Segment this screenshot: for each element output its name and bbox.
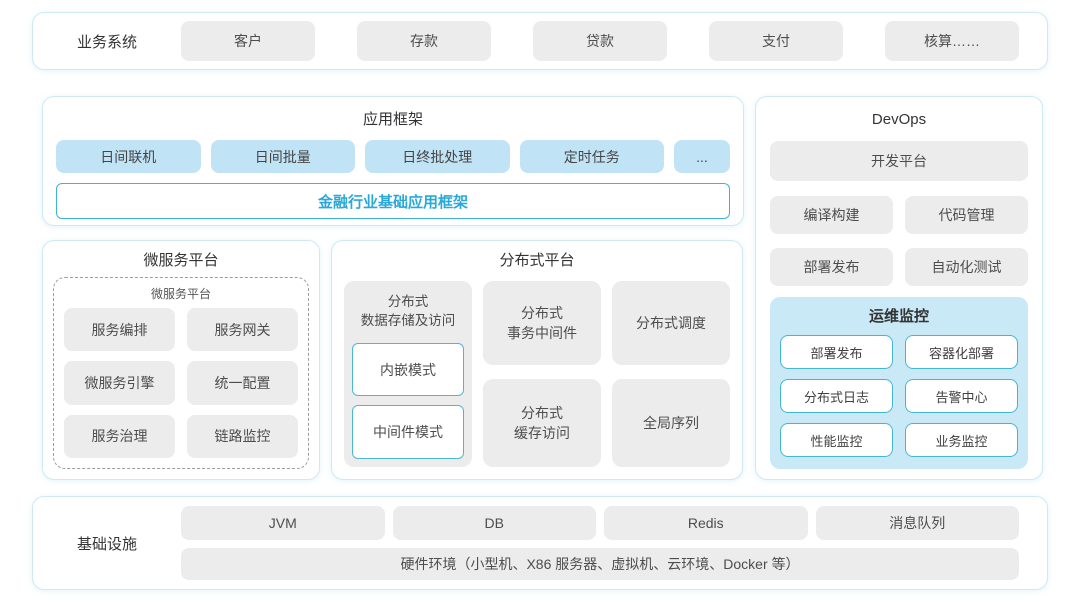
- microservice-platform-title: 微服务平台: [143, 252, 219, 269]
- app-framework-title: 应用框架: [362, 111, 423, 128]
- infrastructure-item: JVM: [181, 506, 385, 540]
- microservice-item: 服务治理: [64, 414, 175, 458]
- distributed-platform-body: 分布式 数据存储及访问 内嵌模式 中间件模式 分布式 事务中间件 分布式 缓存访…: [344, 281, 730, 467]
- devops-tool: 部署发布: [770, 248, 893, 286]
- ops-monitor-item: 部署发布: [780, 335, 893, 369]
- infrastructure-label: 基础设施: [76, 535, 137, 553]
- app-framework-item: 日终批处理: [365, 140, 510, 173]
- dev-platform-box: 开发平台: [770, 141, 1028, 181]
- infrastructure-item: Redis: [604, 506, 808, 540]
- business-systems-label: 业务系统: [76, 33, 137, 51]
- microservice-inner-title: 微服务平台: [150, 287, 211, 301]
- business-systems-panel: 业务系统 客户 存款 贷款 支付 核算……: [32, 12, 1048, 70]
- ops-monitor-panel: 运维监控 部署发布 容器化部署 分布式日志 告警中心 性能监控 业务监控: [770, 297, 1028, 469]
- app-framework-panel: 应用框架 日间联机 日间批量 日终批处理 定时任务 ... 金融行业基础应用框架: [42, 96, 744, 226]
- business-system-item: 支付: [709, 21, 843, 61]
- distributed-cell: 分布式 缓存访问: [483, 379, 601, 467]
- ops-monitor-item: 业务监控: [905, 423, 1018, 457]
- distributed-cell: 分布式 事务中间件: [483, 281, 601, 365]
- microservice-item: 统一配置: [187, 361, 298, 405]
- app-framework-item: 定时任务: [519, 140, 664, 173]
- microservice-item: 服务编排: [64, 308, 175, 352]
- base-app-framework-bar: 金融行业基础应用框架: [56, 183, 730, 219]
- business-system-item: 核算……: [885, 21, 1019, 61]
- storage-mode-item: 中间件模式: [352, 405, 464, 459]
- ops-monitor-items: 部署发布 容器化部署 分布式日志 告警中心 性能监控 业务监控: [780, 335, 1018, 457]
- devops-tool: 自动化测试: [905, 248, 1028, 286]
- distributed-column: 分布式调度 全局序列: [612, 281, 730, 467]
- business-system-item: 客户: [181, 21, 315, 61]
- microservice-item: 微服务引擎: [64, 361, 175, 405]
- distributed-storage-box: 分布式 数据存储及访问 内嵌模式 中间件模式: [344, 281, 472, 467]
- microservice-items: 服务编排 服务网关 微服务引擎 统一配置 服务治理 链路监控: [64, 308, 298, 458]
- business-system-item: 贷款: [533, 21, 667, 61]
- distributed-storage-modes: 内嵌模式 中间件模式: [352, 342, 464, 459]
- business-system-item: 存款: [357, 21, 491, 61]
- infrastructure-panel: 基础设施 JVM DB Redis 消息队列 硬件环境（小型机、X86 服务器、…: [32, 496, 1048, 590]
- microservice-item: 链路监控: [187, 414, 298, 458]
- infrastructure-items: JVM DB Redis 消息队列: [181, 506, 1019, 540]
- ops-monitor-item: 分布式日志: [780, 379, 893, 413]
- infrastructure-item: 消息队列: [815, 506, 1019, 540]
- devops-title: DevOps: [871, 111, 927, 128]
- hardware-environment-bar: 硬件环境（小型机、X86 服务器、虚拟机、云环境、Docker 等）: [181, 548, 1019, 580]
- app-framework-item: 日间联机: [56, 140, 201, 173]
- microservice-item: 服务网关: [187, 308, 298, 352]
- devops-tool: 编译构建: [770, 196, 893, 234]
- ops-monitor-item: 容器化部署: [905, 335, 1018, 369]
- storage-mode-item: 内嵌模式: [352, 342, 464, 397]
- distributed-platform-title: 分布式平台: [499, 252, 575, 269]
- infrastructure-item: DB: [392, 506, 596, 540]
- microservice-inner-box: 微服务平台 服务编排 服务网关 微服务引擎 统一配置 服务治理 链路监控: [53, 277, 309, 469]
- ops-monitor-title: 运维监控: [868, 308, 929, 325]
- devops-tool: 代码管理: [905, 196, 1028, 234]
- app-framework-item: 日间批量: [210, 140, 355, 173]
- app-framework-item-more: ...: [674, 140, 730, 173]
- infrastructure-body: JVM DB Redis 消息队列 硬件环境（小型机、X86 服务器、虚拟机、云…: [181, 506, 1019, 580]
- ops-monitor-item: 告警中心: [905, 379, 1018, 413]
- distributed-cell: 分布式调度: [612, 281, 730, 365]
- devops-panel: DevOps 开发平台 编译构建 代码管理 部署发布 自动化测试 运维监控 部署…: [755, 96, 1043, 480]
- distributed-cell: 全局序列: [612, 379, 730, 467]
- app-framework-items: 日间联机 日间批量 日终批处理 定时任务 ...: [56, 140, 730, 173]
- distributed-storage-label: 分布式 数据存储及访问: [360, 294, 456, 328]
- business-systems-items: 客户 存款 贷款 支付 核算……: [181, 21, 1019, 61]
- distributed-platform-panel: 分布式平台 分布式 数据存储及访问 内嵌模式 中间件模式 分布式 事务中间件 分…: [331, 240, 743, 480]
- ops-monitor-item: 性能监控: [780, 423, 893, 457]
- devops-tools: 编译构建 代码管理 部署发布 自动化测试: [770, 196, 1028, 286]
- distributed-column: 分布式 事务中间件 分布式 缓存访问: [483, 281, 601, 467]
- microservice-platform-panel: 微服务平台 微服务平台 服务编排 服务网关 微服务引擎 统一配置 服务治理 链路…: [42, 240, 320, 480]
